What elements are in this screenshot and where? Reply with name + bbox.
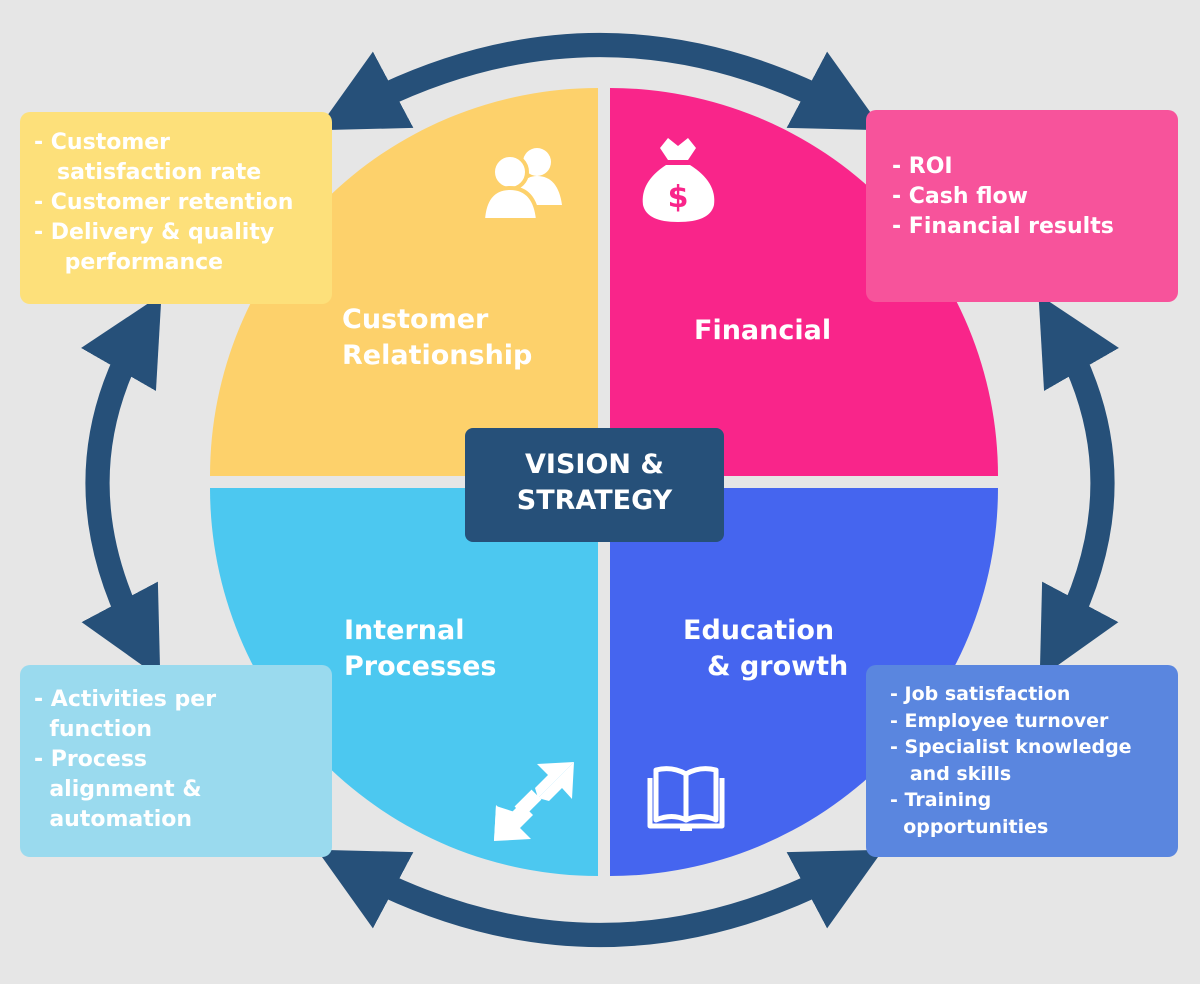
cycle-arrow-top bbox=[316, 33, 884, 131]
info-line: and skills bbox=[890, 762, 1012, 785]
label-education-growth: Education & growth bbox=[683, 613, 848, 685]
label-customer-relationship: Customer Relationship bbox=[342, 302, 532, 374]
cycle-arrow-left bbox=[81, 294, 162, 679]
info-box-education: - Job satisfaction - Employee turnover -… bbox=[866, 665, 1178, 857]
label-line: Internal bbox=[344, 615, 465, 646]
info-line: - Employee turnover bbox=[890, 709, 1109, 732]
diagonal-arrows-icon bbox=[494, 762, 574, 841]
info-line: - Financial results bbox=[892, 214, 1114, 239]
info-line: automation bbox=[34, 807, 193, 832]
label-financial: Financial bbox=[694, 313, 831, 349]
cycle-arrow-bottom bbox=[316, 849, 884, 947]
info-line: - Specialist knowledge bbox=[890, 736, 1132, 758]
info-line: opportunities bbox=[890, 815, 1049, 838]
info-line: - Training bbox=[890, 789, 992, 811]
info-line: function bbox=[34, 717, 153, 742]
info-line: satisfaction rate bbox=[34, 160, 262, 185]
info-line: - Job satisfaction bbox=[890, 683, 1071, 705]
info-line: - ROI bbox=[892, 154, 953, 179]
cycle-arrow-right bbox=[1038, 294, 1119, 679]
center-line: VISION & bbox=[525, 449, 664, 480]
label-line: Relationship bbox=[342, 340, 533, 371]
info-box-financial: - ROI - Cash flow - Financial results bbox=[866, 110, 1178, 302]
info-line: - Delivery & quality bbox=[34, 220, 275, 245]
info-line: - Customer retention bbox=[34, 190, 294, 215]
info-line: - Cash flow bbox=[892, 184, 1028, 209]
quadrant-internal-processes bbox=[210, 488, 598, 876]
money-bag-icon: $ bbox=[642, 138, 715, 222]
label-internal-processes: Internal Processes bbox=[344, 613, 497, 685]
vision-strategy-box: VISION & STRATEGY bbox=[465, 428, 724, 542]
info-line: alignment & bbox=[34, 777, 202, 802]
open-book-icon bbox=[647, 766, 725, 831]
info-line: - Activities per bbox=[34, 687, 217, 712]
people-icon bbox=[480, 148, 562, 222]
label-line: Education bbox=[683, 615, 835, 646]
label-line: Processes bbox=[344, 651, 497, 682]
label-line: Financial bbox=[694, 315, 832, 346]
svg-text:$: $ bbox=[668, 180, 689, 215]
info-line: - Process bbox=[34, 747, 148, 772]
info-box-internal: - Activities per function - Process alig… bbox=[20, 665, 332, 857]
center-line: STRATEGY bbox=[516, 485, 673, 516]
info-line: performance bbox=[34, 250, 224, 275]
info-box-customer: - Customer satisfaction rate - Customer … bbox=[20, 112, 332, 304]
info-line: - Customer bbox=[34, 130, 171, 155]
label-line: Customer bbox=[342, 304, 489, 335]
label-line: & growth bbox=[707, 651, 849, 682]
quadrant-education-growth bbox=[610, 488, 998, 876]
